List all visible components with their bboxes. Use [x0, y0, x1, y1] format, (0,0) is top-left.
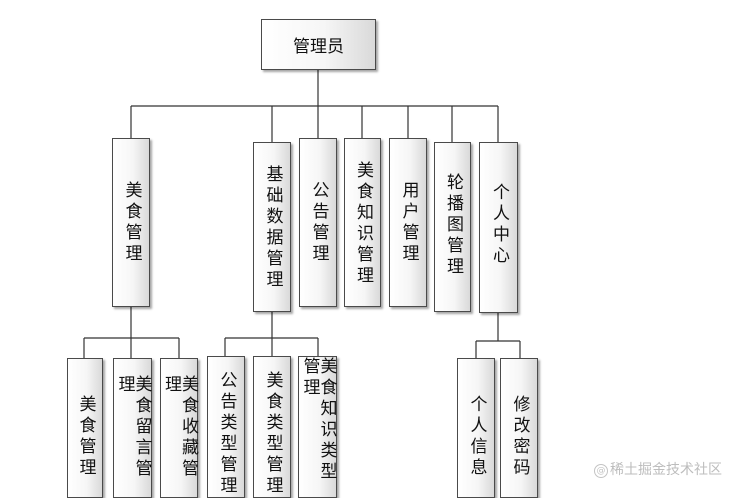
node-food-knowledge-type-management: 美食知识类型管理	[298, 356, 337, 498]
node-label: 美食管理	[75, 395, 96, 479]
node-change-password: 修改密码	[500, 358, 538, 498]
node-label: 美食收藏管理	[161, 375, 198, 480]
node-food-manage-child: 美食管理	[67, 358, 103, 498]
node-user-management: 用户管理	[389, 138, 427, 307]
node-label: 个人信息	[466, 395, 487, 479]
root-node-admin: 管理员	[261, 19, 376, 70]
node-label: 美食知识管理	[353, 161, 373, 287]
node-label: 轮播图管理	[443, 173, 463, 278]
node-base-data-management: 基础数据管理	[253, 142, 291, 312]
admin-module-diagram: 管理员 美食管理 基础数据管理 公告管理 美食知识管理 用户管理 轮播图管理 个…	[67, 19, 722, 498]
node-label: 公告类型管理	[216, 371, 237, 497]
node-label: 美食留言管理	[114, 375, 152, 480]
node-label: 用户管理	[398, 181, 419, 265]
node-food-knowledge-management: 美食知识管理	[344, 138, 381, 307]
node-notice-type-management: 公告类型管理	[207, 356, 245, 498]
connector-lines	[83, 70, 521, 358]
watermark: @稀土掘金技术社区	[594, 459, 722, 479]
node-label: 修改密码	[509, 395, 530, 479]
node-label: 个人中心	[489, 183, 509, 267]
watermark-text: 稀土掘金技术社区	[610, 462, 722, 478]
node-food-comment-management: 美食留言管理	[113, 358, 152, 498]
node-label: 美食管理	[121, 180, 142, 265]
node-notice-management: 公告管理	[299, 138, 337, 307]
node-food-type-management: 美食类型管理	[253, 356, 291, 498]
node-food-management: 美食管理	[112, 138, 150, 307]
node-personal-info: 个人信息	[457, 358, 495, 498]
node-food-favorite-management: 美食收藏管理	[160, 358, 198, 498]
node-label: 基础数据管理	[262, 165, 283, 291]
at-icon: @	[594, 464, 608, 478]
node-label: 美食知识类型管理	[299, 357, 337, 483]
node-label: 公告管理	[308, 181, 329, 265]
root-label: 管理员	[293, 37, 344, 57]
node-label: 美食类型管理	[262, 371, 283, 497]
node-carousel-management: 轮播图管理	[434, 142, 471, 312]
node-personal-center: 个人中心	[479, 142, 518, 313]
